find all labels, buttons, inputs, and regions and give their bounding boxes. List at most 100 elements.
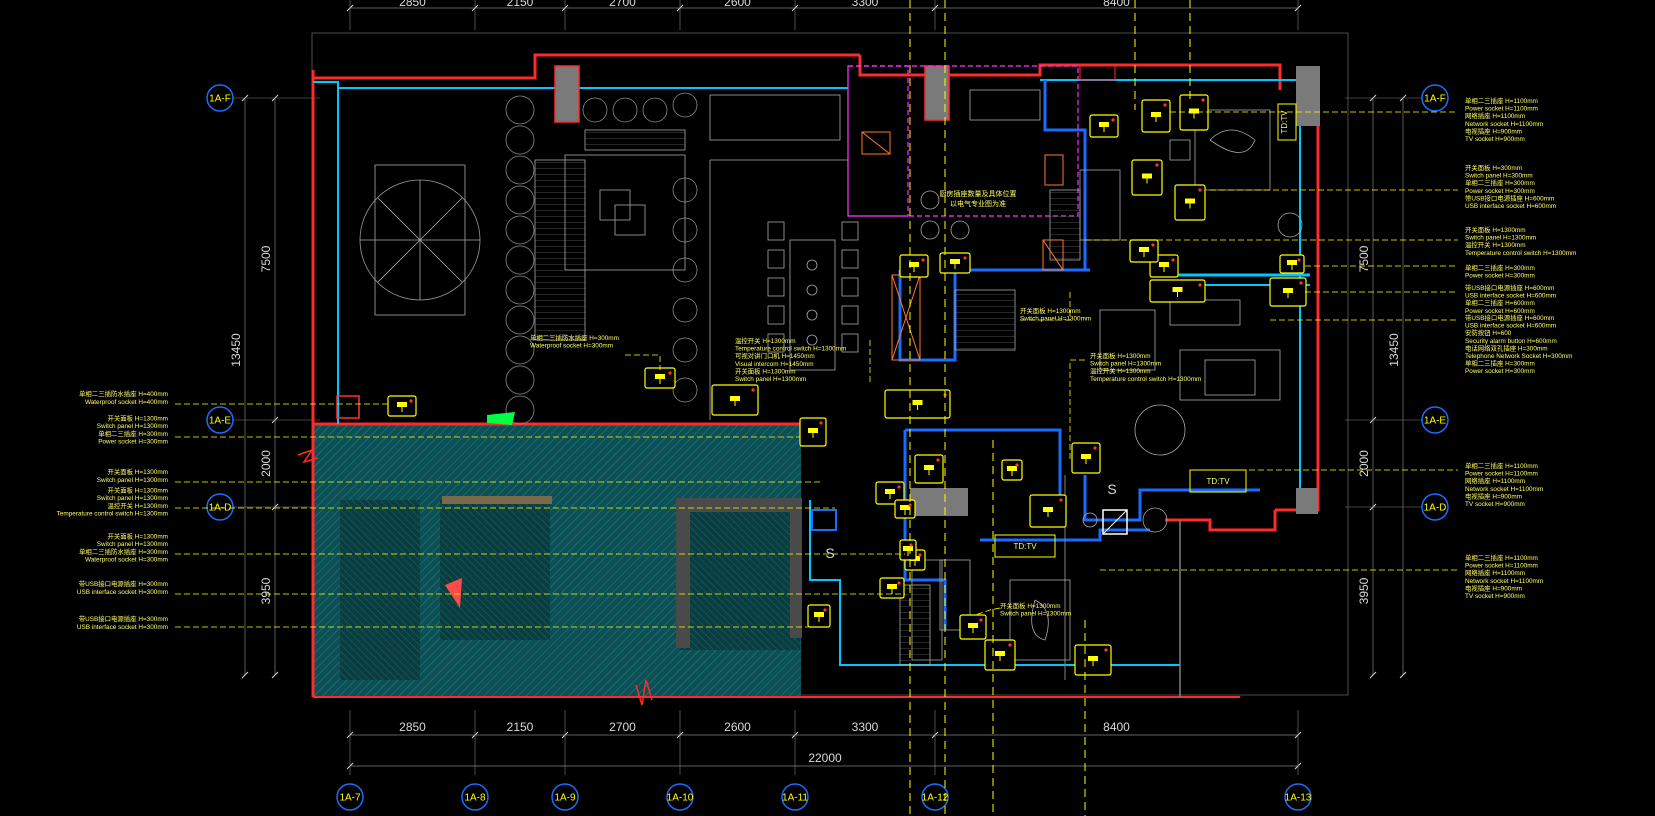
dim-bottom: 2150 [507,720,534,734]
note-line: USB interface socket H=600mm [1465,323,1556,330]
dim-right_dimensions: 2000 [1357,450,1371,477]
electrical-symbol [807,604,831,628]
electrical-symbol [1141,99,1171,133]
electrical-symbol [1174,184,1206,221]
note-line: Power socket H=1100mm [1465,563,1538,570]
note-line: 温控开关 H=1300mm [1090,366,1151,375]
electrical-symbol [1071,442,1101,474]
note-line: 电视插座 H=900mm [1465,126,1522,135]
note-line: 带USB接口电源插座 H=300mm [79,614,168,623]
grid-label-col: 1A-8 [464,793,486,804]
electrical-symbol [387,395,417,417]
note-line: 开关面板 H=1300mm [107,532,168,541]
note-line: Switch panel H=1300mm [735,376,806,383]
note-line: 开关面板 H=1300mm [1000,601,1061,610]
electrical-symbol [1279,254,1305,274]
note-line: Power socket H=1100mm [1465,471,1538,478]
shaft-label-2: S [1107,481,1116,497]
grid-label-col: 1A-12 [922,793,949,804]
furniture [359,89,1303,666]
note-line: Network socket H=1100mm [1465,121,1543,128]
note-line: 单相二三插座 H=1100mm [1465,553,1538,562]
note-line: 开关面板 H=1300mm [1465,225,1526,234]
electrical-symbol [1074,644,1112,676]
note-line: 单相二三插座 H=300mm [1465,263,1535,272]
grid-label-col: 1A-7 [339,793,361,804]
note-line: Visual intercom H=1450mm [735,361,814,368]
dim-right_dimensions: 7500 [1357,245,1371,272]
note-line: Waterproof socket H=300mm [530,343,613,350]
dim-top: 8400 [1103,0,1130,9]
grid-label-row-right: 1A-F [1424,94,1446,105]
note-line: Switch panel H=1300mm [1090,361,1161,368]
room-labels: TD:TV TD:TV TD:TV S S [811,103,1297,561]
electrical-symbol [899,254,929,278]
note-line: Switch panel H=1300mm [97,495,168,502]
note-line: Switch panel H=1300mm [1000,611,1071,618]
dim-bottom: 2850 [399,720,426,734]
note-line: 开关面板 H=1300mm [107,414,168,423]
hatched-existing-area [313,422,1240,698]
note-line: 单相二三插座 H=300mm [1465,178,1535,187]
electrical-symbol [1129,239,1159,263]
electrical-symbol [959,614,987,640]
electrical-symbol [984,639,1016,671]
dim-left_dimensions: 3950 [259,577,273,604]
note-line: 开关面板 H=1300mm [735,366,796,375]
grid-label-col: 1A-10 [667,793,694,804]
dim-bottom: 2700 [609,720,636,734]
dim-left_dimensions: 7500 [259,245,273,272]
dim-left_dimensions: 2000 [259,450,273,477]
note-line: 网络插座 H=1100mm [1465,568,1525,577]
electrical-symbol [1001,459,1023,481]
grid-label-col: 1A-13 [1285,793,1312,804]
note-line: 单相二三插防水插座 H=300mm [530,333,619,342]
dim-right_dimensions: 3950 [1357,577,1371,604]
grid-bubble-col [551,783,579,811]
note-line: Switch panel H=1300mm [1020,316,1091,323]
note-line: Temperature control switch H=1300mm [1090,376,1201,383]
grid-label-row-right: 1A-D [1424,503,1447,514]
note-line: 开关面板 H=1300mm [1020,306,1081,315]
note-line: USB interface socket H=600mm [1465,293,1556,300]
electrical-symbol [1149,279,1206,303]
note-line: Waterproof socket H=400mm [85,399,168,406]
note-line: Power socket H=600mm [1465,308,1535,315]
electrical-symbol [879,577,905,599]
note-line: Power socket H=300mm [1465,273,1535,280]
section-lines [909,0,1191,816]
note-line: Power socket H=300mm [1465,188,1535,195]
electrical-symbol [1179,94,1209,131]
electrical-symbol [799,417,827,447]
cabinets [861,64,1116,361]
electrical-symbol [939,252,971,274]
note-line: Temperature control switch H=1300mm [1465,250,1576,257]
tv-label-living: TD:TV [1206,477,1230,486]
electrical-symbol [875,481,905,505]
note-line: 单相二三插座 H=300mm [1465,359,1535,368]
dim-top: 2150 [507,0,534,9]
note-line: 电话网络双孔插座 H=300mm [1465,343,1548,352]
electrical-symbol [1089,114,1119,138]
electrical-symbol [914,454,944,484]
grid-bubble-col [921,783,949,811]
note-line: 单相二三插防水插座 H=300mm [79,547,168,556]
dim-top: 2700 [609,0,636,9]
north-marker [487,412,515,425]
electrical-symbol [1029,494,1067,528]
note-line: Switch panel H=1300mm [97,541,168,548]
